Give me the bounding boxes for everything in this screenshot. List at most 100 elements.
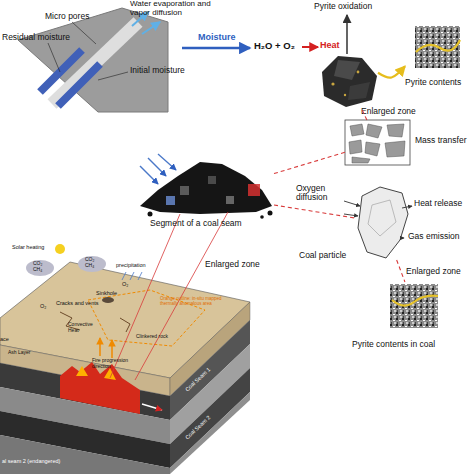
coal-grain (352, 157, 370, 163)
coal-particle-node: Coal particle (355, 185, 410, 260)
pyrite-grain (357, 71, 360, 74)
leader-line (48, 43, 60, 72)
zoom-line (135, 212, 228, 380)
node-text: Pyrite oxidation (314, 2, 372, 11)
coal-matrix (18, 8, 168, 112)
heat-arrow (302, 46, 318, 48)
zoom-connector (274, 205, 355, 218)
note-label: Orange outline: in-situ mapped thermally… (160, 297, 226, 307)
coal-pile (140, 162, 272, 214)
pyrite-micrograph (415, 26, 460, 68)
radiation-arrow (140, 166, 158, 184)
block-label: ace (0, 336, 9, 342)
flame (76, 366, 88, 376)
rock-facet (334, 60, 360, 80)
reaction-formula: H₂O + O₂ (254, 41, 295, 51)
pyrite-rock-node: Pyrite oxidation (318, 52, 378, 108)
gas-label: CO₂ CH₄ (85, 257, 101, 268)
coal-block (226, 196, 234, 204)
pyrite-rock (322, 56, 377, 107)
rain (138, 272, 142, 280)
leader-line (98, 72, 128, 80)
gas-label: O₂ (40, 303, 46, 309)
heat-release-arrow (402, 206, 412, 208)
oxidation-arrow (378, 66, 405, 77)
hot-spot (248, 184, 260, 196)
block-label: Fire progression direction (92, 358, 144, 369)
coal-grain (385, 141, 405, 157)
node-text: Pyrite contents in coal (352, 340, 435, 349)
callout-label: Initial moisture (130, 66, 185, 75)
enlarged-zone-box (345, 120, 410, 165)
convective-arrow (99, 338, 101, 356)
callout-label: Micro pores (45, 12, 89, 21)
base-layer (0, 435, 170, 474)
moist-spot (166, 196, 175, 205)
rain (122, 272, 126, 280)
radiation-arrow (148, 158, 166, 176)
coal-grain (387, 124, 404, 137)
coal-grain (365, 142, 380, 156)
base-side (170, 392, 250, 474)
zoom-connector (361, 108, 367, 120)
zoom-label: Enlarged zone (205, 260, 260, 269)
oxygen-arrow (344, 201, 360, 206)
oxidation-arrow (346, 15, 348, 54)
convective-arrow (111, 340, 113, 358)
block-label: Sinkhole (96, 290, 117, 296)
coal-particle (358, 187, 408, 258)
surface-crack (120, 318, 130, 332)
sinkhole (102, 297, 114, 303)
zoom-connector (397, 260, 405, 282)
node-text: Pyrite contents (405, 78, 461, 87)
coal-lump (148, 212, 153, 217)
rain (130, 272, 134, 280)
block-label: Clinkered rock (136, 334, 168, 340)
node-text: Coal particle (299, 251, 346, 260)
pyrite-image-node: Pyrite contents (405, 26, 465, 92)
pyrite-micrograph (390, 284, 438, 328)
radiation-arrow (158, 154, 176, 170)
pyrite-grain (331, 82, 334, 85)
moisture-bar (58, 64, 100, 106)
pyrite-coal-node: Enlarged zonePyrite contents in coal (388, 282, 440, 330)
fire-zone (60, 362, 140, 414)
node-text: Segment of a coal seam (150, 219, 242, 228)
callout-label: Gas emission (408, 232, 460, 241)
callout-label: Water evaporation and vapor diffusion (130, 0, 230, 18)
flame (104, 368, 116, 380)
node-text: Enlarged zone (406, 267, 461, 276)
moisture-arrow (182, 47, 250, 50)
fire-direction-arrow (142, 404, 162, 410)
gas-emission-arrow (400, 238, 404, 239)
coal-block (180, 186, 189, 195)
arrow-label: Moisture (198, 33, 236, 43)
node-text: Mass transfer (415, 136, 467, 145)
block-label: precipitation (116, 262, 146, 268)
zoom-line (110, 214, 180, 378)
block-label: Solar heating (12, 244, 44, 250)
coal-seam-2-side (170, 368, 250, 468)
callout-label: Heat release (414, 199, 462, 208)
gas-label: CO₂ CH₄ (33, 261, 49, 272)
arrow-label: Heat (320, 41, 340, 51)
coal-grain (349, 140, 362, 154)
block-label: Convective Heat (68, 322, 102, 333)
coal-lump (260, 215, 264, 219)
pyrite-grain (344, 94, 346, 96)
node-text: Enlarged zone (361, 107, 416, 116)
gas-label: O₂ (122, 281, 128, 287)
oxygen-arrow (344, 214, 358, 216)
callout-label: Residual moisture (2, 33, 70, 42)
coal-block (208, 176, 216, 184)
coal-grain (350, 124, 364, 136)
sun (55, 244, 65, 254)
pyrite-vein (416, 40, 460, 52)
callout-label: Oxygen diffusion (296, 184, 344, 203)
rock-facet (348, 82, 370, 100)
coal-lump (268, 211, 273, 216)
block-label: Ash Layer (8, 350, 31, 356)
zoom-connector (274, 152, 345, 173)
gas-cloud (26, 260, 54, 276)
coal-seam-node: Segment of a coal seam (138, 155, 274, 233)
